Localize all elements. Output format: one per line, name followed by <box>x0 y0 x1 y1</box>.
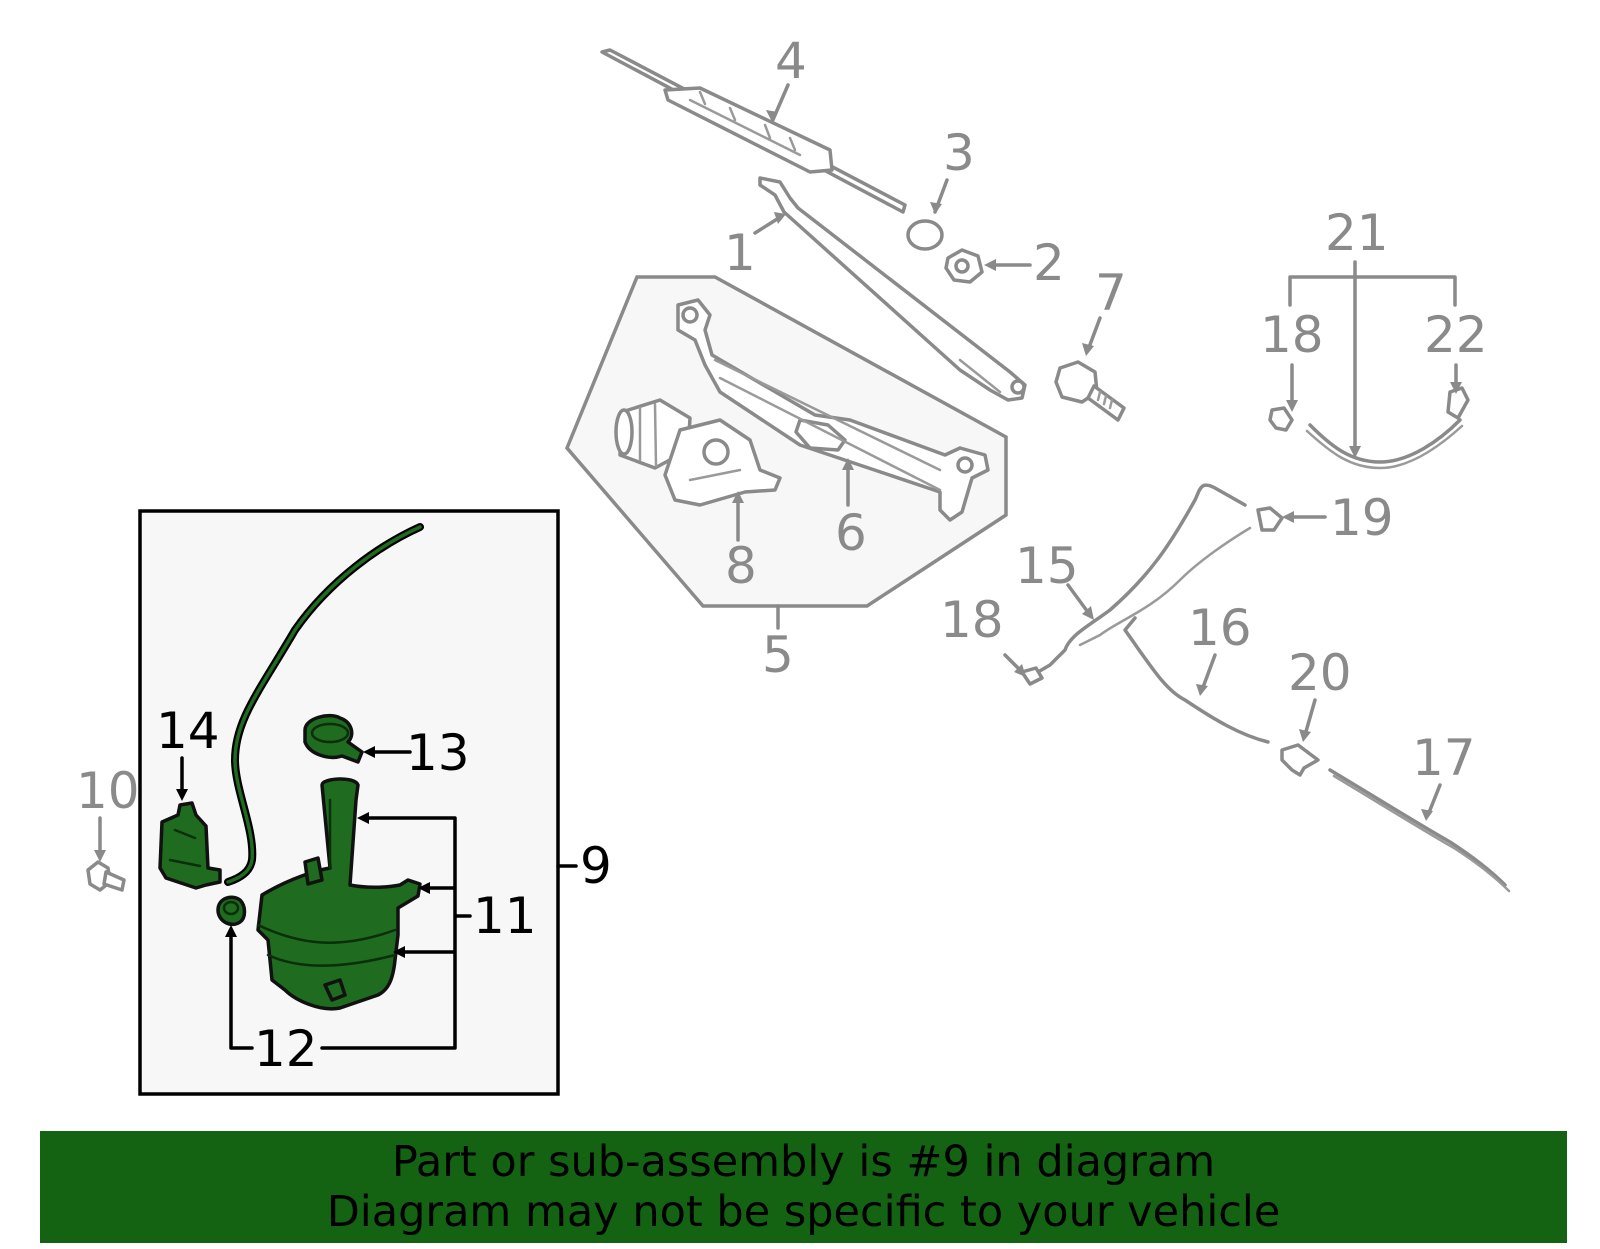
callout-16: 16 <box>1188 599 1252 657</box>
hose-21 <box>1308 418 1462 464</box>
callout-15: 15 <box>1015 537 1079 595</box>
leader-22-arrow <box>1450 382 1462 394</box>
washer-pump-part <box>158 801 222 890</box>
callout-7: 7 <box>1095 264 1127 322</box>
callout-9: 9 <box>580 837 612 895</box>
wiper-linkage-part <box>676 298 990 522</box>
callout-4: 4 <box>775 32 807 90</box>
leader-7-arrow <box>1082 343 1094 356</box>
callout-6: 6 <box>835 504 867 562</box>
hose-17 <box>1328 768 1507 887</box>
leader-17-arrow <box>1421 809 1433 821</box>
leader-16 <box>1200 653 1217 692</box>
leader-6-arrow <box>842 458 854 470</box>
leader-2-arrow <box>984 259 996 271</box>
leader-19-arrow <box>1282 511 1294 523</box>
leader-3-arrow <box>930 202 942 214</box>
callout-21: 21 <box>1325 204 1389 262</box>
callout-10: 10 <box>76 762 140 820</box>
connector-18-bottom <box>1020 666 1044 686</box>
callout-12: 12 <box>254 1020 318 1078</box>
leader-10-arrow <box>94 850 106 862</box>
callout-1: 1 <box>724 224 756 282</box>
callout-20: 20 <box>1288 644 1352 702</box>
leader-21-arrow <box>1349 446 1361 458</box>
hose-16 <box>1123 616 1270 744</box>
callout-8: 8 <box>725 537 757 595</box>
hose-15 <box>1036 483 1247 674</box>
leader-20-arrow <box>1299 729 1311 742</box>
wiper-arm-part <box>758 176 1027 402</box>
leader-11-arrow-c <box>393 946 405 958</box>
wiper-motor-part <box>614 398 782 507</box>
leader-15 <box>1066 583 1092 617</box>
callout-3: 3 <box>943 124 975 182</box>
leader-17 <box>1426 783 1442 817</box>
leader-12 <box>229 930 254 1050</box>
reservoir-cap-part <box>303 713 364 764</box>
callout-2: 2 <box>1033 234 1065 292</box>
washer-hoses-group <box>1003 260 1511 893</box>
leader-11-arrow-a <box>357 812 369 824</box>
callout-13: 13 <box>406 724 470 782</box>
bracket-21 <box>1288 260 1457 454</box>
connector-18-top <box>1268 406 1294 432</box>
info-banner: Part or sub-assembly is #9 in diagram Di… <box>40 1131 1567 1243</box>
connector-20 <box>1280 743 1320 777</box>
leader-13-arrow <box>363 746 375 758</box>
leader-1-arrow <box>774 212 786 224</box>
wiper-blade-part <box>600 48 907 214</box>
leader-20 <box>1303 698 1317 737</box>
bolt-part <box>1054 360 1126 422</box>
leader-15-arrow <box>1082 606 1094 620</box>
connector-22 <box>1446 386 1470 420</box>
callout-5: 5 <box>762 626 794 684</box>
leader-4-arrow <box>766 110 778 122</box>
callout-19: 19 <box>1330 489 1394 547</box>
leader-14-arrow <box>176 789 188 801</box>
callout-22: 22 <box>1424 306 1488 364</box>
callout-11: 11 <box>473 887 537 945</box>
banner-line-2: Diagram may not be specific to your vehi… <box>326 1187 1281 1237</box>
leader-18-top-arrow <box>1286 400 1298 412</box>
bracket-11 <box>320 816 472 1050</box>
connector-19 <box>1256 506 1284 532</box>
washer-reservoir-part <box>256 777 422 1011</box>
leader-18-bottom-arrow <box>1014 664 1026 677</box>
banner-line-1: Part or sub-assembly is #9 in diagram <box>391 1137 1216 1187</box>
grommet-part <box>216 895 247 927</box>
nut-part <box>944 248 984 284</box>
leader-8-arrow <box>732 491 744 503</box>
assembly-5-outline <box>564 275 1008 608</box>
arm-cap-part <box>906 219 944 251</box>
leader-7 <box>1086 316 1102 352</box>
leader-16-arrow <box>1196 684 1208 696</box>
callout-18-bottom: 18 <box>940 591 1004 649</box>
leader-11-arrow-b <box>418 882 430 894</box>
leader-12-arrow <box>225 925 237 937</box>
bolt-10-part <box>86 816 126 892</box>
callout-17: 17 <box>1412 729 1476 787</box>
callout-14: 14 <box>156 702 220 760</box>
callout-18-top: 18 <box>1260 306 1324 364</box>
